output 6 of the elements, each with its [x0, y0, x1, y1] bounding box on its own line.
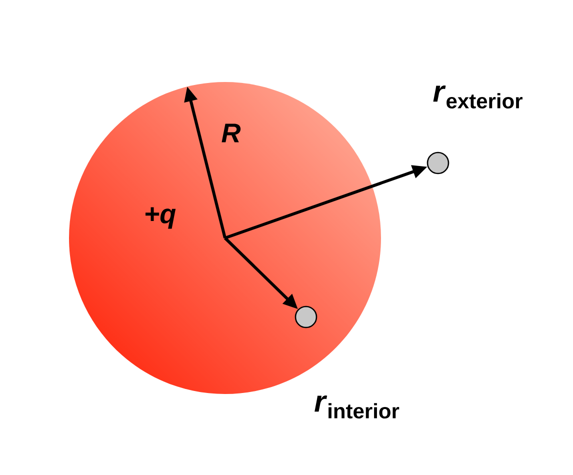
- variable-label: r$_{interior}$: [314, 396, 400, 418]
- point-marker: [294, 306, 318, 328]
- variable-label: r$_{exterior}$: [433, 86, 522, 108]
- radius-label: R: [222, 124, 241, 142]
- point-marker: [426, 152, 450, 174]
- charged-sphere: +q: [146, 207, 176, 229]
